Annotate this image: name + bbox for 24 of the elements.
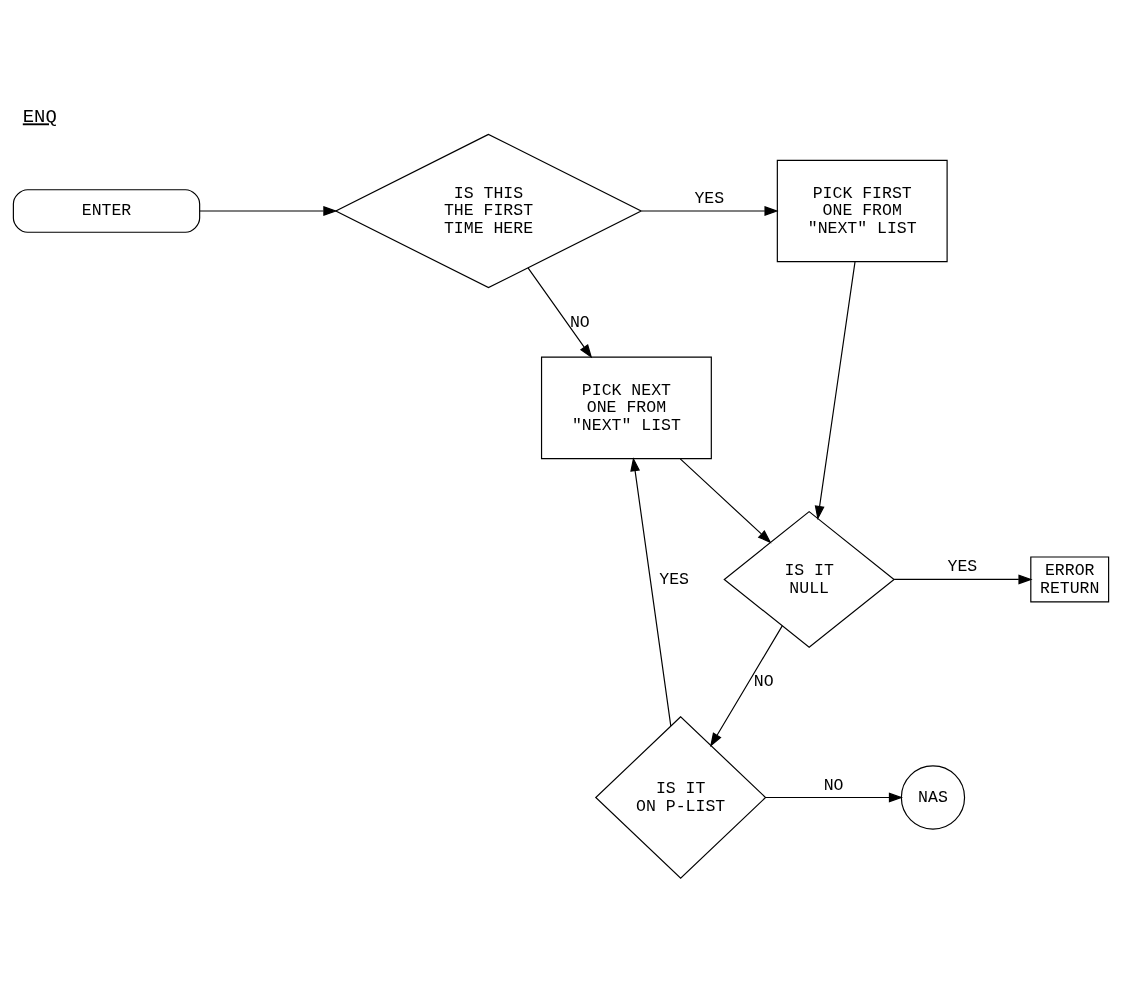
node-diamond: IS IT NULL <box>723 510 895 648</box>
arrow <box>630 457 672 727</box>
node-diamond: IS IT ON P-LIST <box>594 715 767 880</box>
edge-label: YES <box>659 569 690 589</box>
arrow <box>641 206 779 216</box>
edge-label: YES <box>947 557 978 577</box>
node-diamond: IS THIS THE FIRST TIME HERE <box>334 133 643 289</box>
edge-label: NO <box>753 672 774 692</box>
arrow <box>199 206 338 216</box>
node-box: PICK FIRST ONE FROM "NEXT" LIST <box>776 159 948 263</box>
node-box: PICK NEXT ONE FROM "NEXT" LIST <box>540 356 712 460</box>
node-box: ENTER <box>12 189 201 233</box>
diagram-title: ENQ <box>22 106 57 129</box>
edge-label: YES <box>694 188 725 208</box>
edge-label: NO <box>569 312 590 332</box>
arrow <box>893 574 1033 585</box>
node-box: ERROR RETURN <box>1030 556 1110 603</box>
arrow <box>679 458 772 544</box>
node-circle: NAS <box>900 765 966 830</box>
arrow <box>527 267 593 359</box>
arrow <box>814 261 856 521</box>
arrow <box>710 625 783 748</box>
arrow <box>765 792 904 803</box>
edge-label: NO <box>823 775 844 795</box>
